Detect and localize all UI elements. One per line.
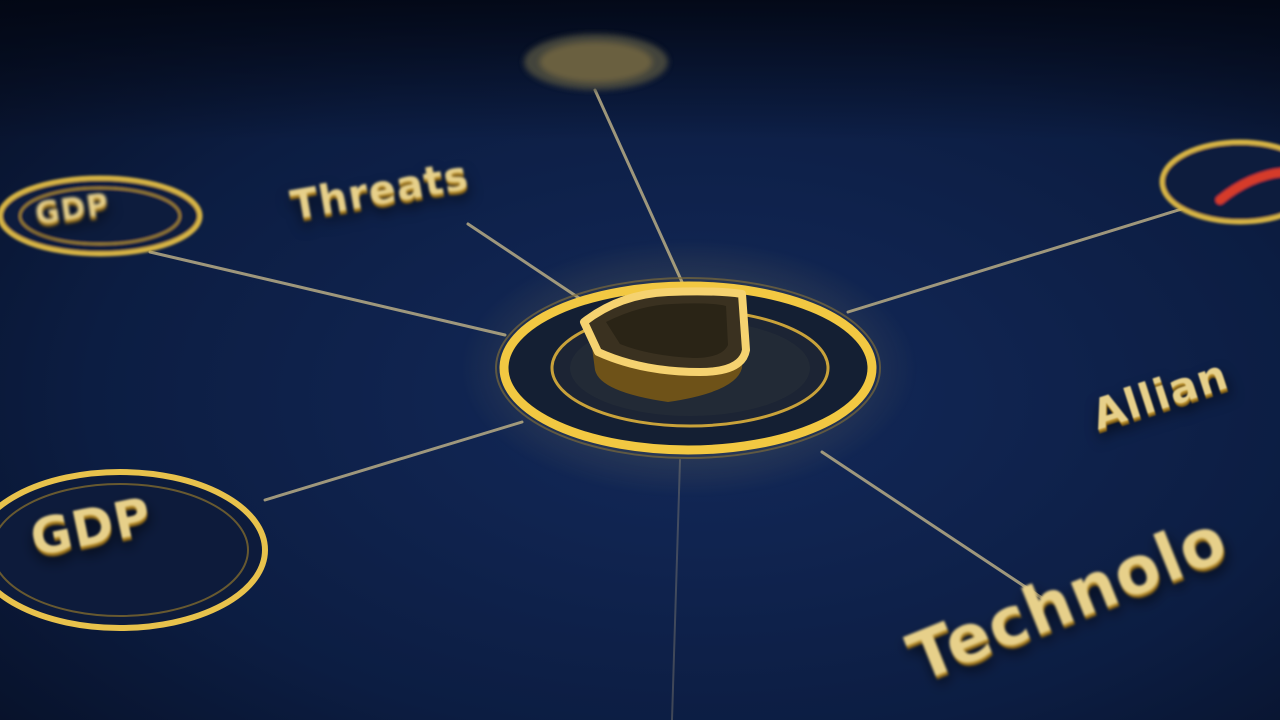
connector-line-right <box>846 206 1187 314</box>
connector-line-technology <box>820 450 1047 602</box>
top-node <box>524 34 668 90</box>
connector-line-down <box>671 459 681 720</box>
shield-icon <box>580 287 750 402</box>
connector-line-gdp-top <box>148 250 507 337</box>
gauge-needle-icon <box>1215 168 1280 205</box>
gauge-node <box>1159 139 1280 225</box>
gdp-bottom-node <box>0 469 268 631</box>
gdp-top-node <box>0 175 203 257</box>
connector-line-gdp-bottom <box>263 420 524 502</box>
